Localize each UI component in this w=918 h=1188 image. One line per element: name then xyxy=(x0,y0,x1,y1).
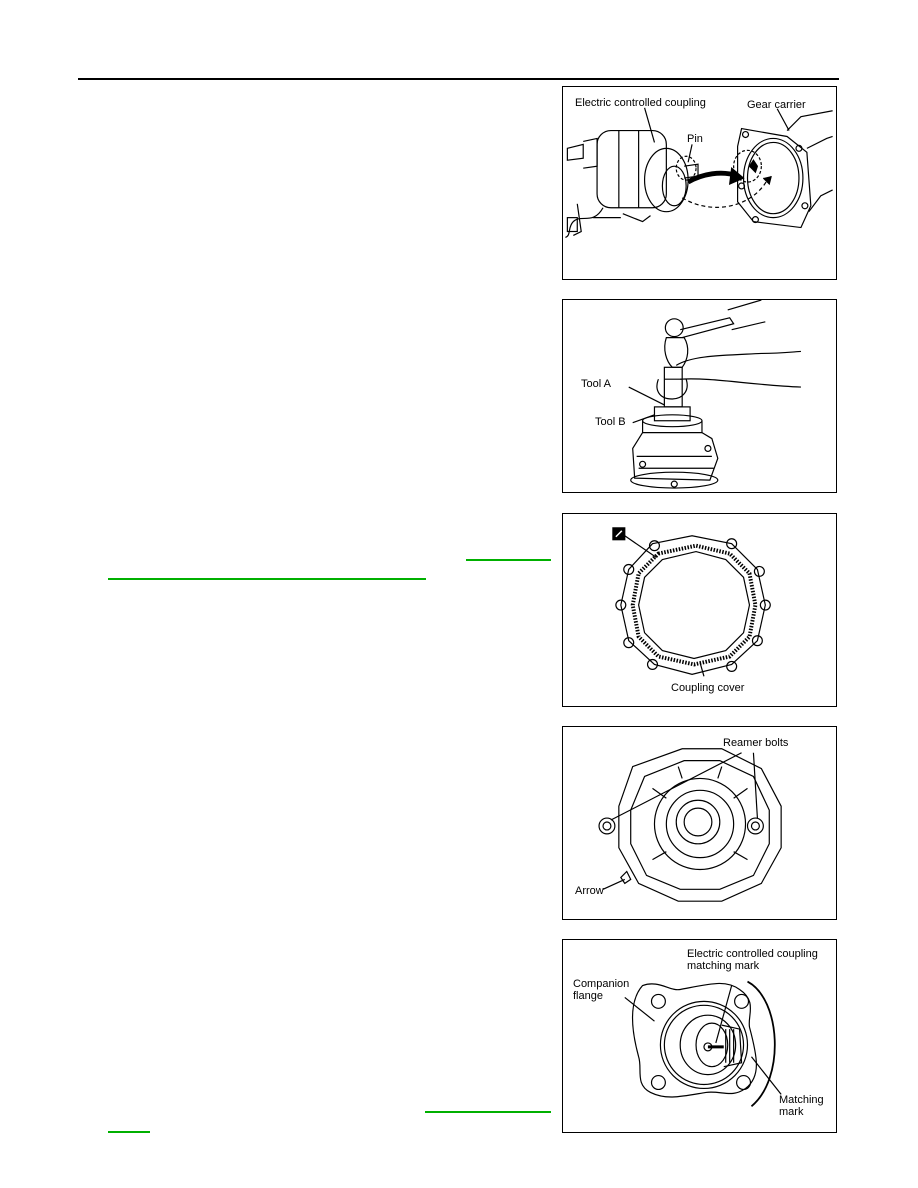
label-gear-carrier: Gear carrier xyxy=(747,99,806,111)
label-matching-mark-line1: Matching xyxy=(779,1094,824,1106)
header-rule xyxy=(78,78,839,80)
label-reamer-bolts: Reamer bolts xyxy=(723,737,789,749)
hammer-tool-press-illustration xyxy=(628,300,801,489)
label-matching-mark-line2: mark xyxy=(779,1106,804,1118)
figure-reamer-bolts: Reamer bolts Arrow xyxy=(562,726,837,920)
coupling-gear-carrier-illustration xyxy=(565,107,833,238)
label-companion-flange-line2: flange xyxy=(573,990,603,1002)
label-electric-controlled-coupling: Electric controlled coupling xyxy=(575,97,706,109)
label-companion-flange-line1: Companion xyxy=(573,978,630,990)
figure-coupling-cover-sealant: Coupling cover xyxy=(562,513,837,707)
figure-tool-installation: Tool A Tool B xyxy=(562,299,837,493)
figure-coupling-installation: Electric controlled coupling Gear carrie… xyxy=(562,86,837,280)
reference-link-1a[interactable] xyxy=(466,559,551,561)
reference-link-1b[interactable] xyxy=(108,578,426,580)
label-coupling-cover: Coupling cover xyxy=(671,682,745,694)
label-tool-a: Tool A xyxy=(581,378,611,390)
label-pin: Pin xyxy=(687,133,703,145)
figure-matching-marks: Electric controlled coupling matching ma… xyxy=(562,939,837,1133)
label-coupling-matching-mark-line1: Electric controlled coupling xyxy=(687,948,818,960)
companion-flange-illustration xyxy=(624,980,782,1107)
label-coupling-matching-mark-line2: matching mark xyxy=(687,960,760,972)
reference-link-2a[interactable] xyxy=(425,1111,551,1113)
label-tool-b: Tool B xyxy=(595,416,626,428)
label-arrow: Arrow xyxy=(575,885,604,897)
sealant-application-icon xyxy=(612,527,626,541)
arrow-mark-icon xyxy=(620,870,632,885)
reference-link-2b[interactable] xyxy=(108,1131,150,1133)
reamer-bolt-housing-illustration xyxy=(598,748,782,902)
coupling-cover-illustration xyxy=(612,527,771,677)
